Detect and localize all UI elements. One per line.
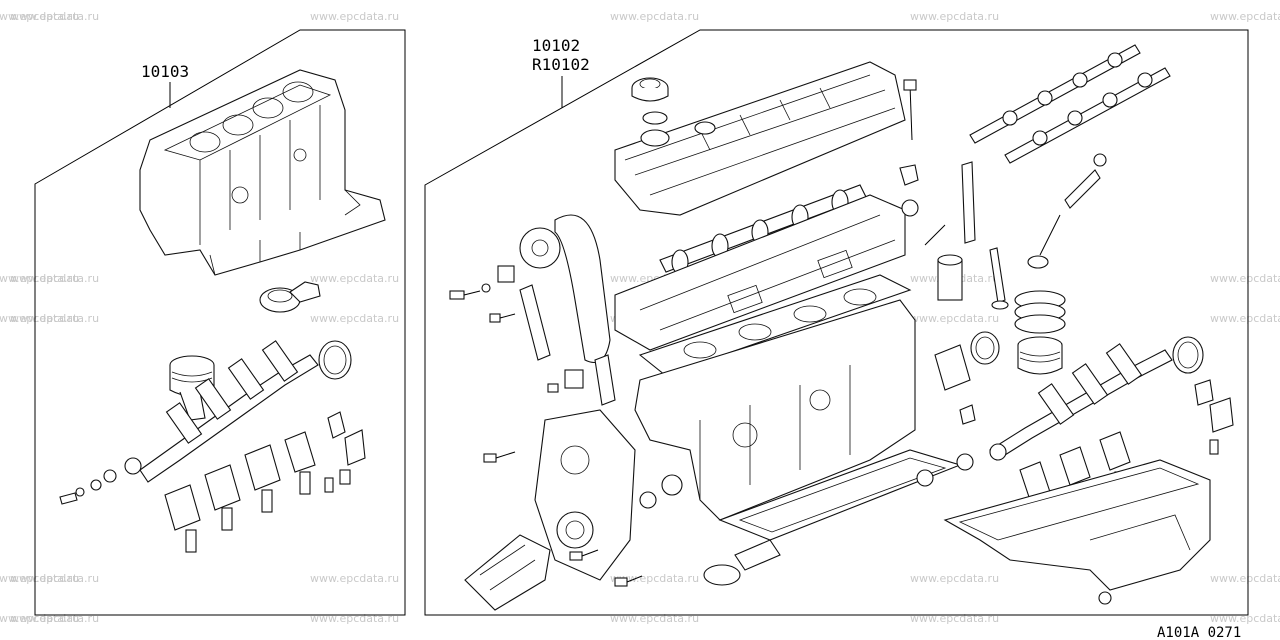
timing-chain-illustration[interactable] bbox=[519, 214, 611, 364]
oil-strainer-pickup-illustration[interactable] bbox=[703, 539, 781, 586]
rocker-cover-illustration[interactable] bbox=[614, 61, 906, 216]
engine-block-illustration[interactable] bbox=[634, 299, 916, 521]
watermark-text: www.epcdata.ru bbox=[910, 312, 999, 325]
right-crankshaft-illustration[interactable] bbox=[989, 343, 1173, 461]
watermark-text: www.epcdata.ru bbox=[1210, 10, 1280, 23]
watermark-layer: www.epcdata.ruwww.epcdata.ruwww.epcdata.… bbox=[0, 10, 1280, 625]
crank-pulley-illustration[interactable] bbox=[639, 474, 683, 509]
oil-strainer-illustration[interactable] bbox=[259, 281, 321, 313]
rocker-shaft-assembly-illustration[interactable] bbox=[969, 44, 1171, 164]
chain-guide-illustration[interactable] bbox=[519, 284, 616, 406]
full-engine-panel: 10102 R10102 bbox=[424, 29, 1249, 616]
main-bearing-caps-illustration[interactable] bbox=[164, 431, 316, 553]
cylinder-head-gasket-illustration[interactable] bbox=[638, 274, 912, 376]
watermark-text: www.epcdata.ru bbox=[310, 272, 399, 285]
valve-and-spring-illustration[interactable] bbox=[1027, 153, 1107, 269]
watermark-text: www.epcdata.ru bbox=[610, 612, 699, 625]
watermark-text: www.epcdata.ru bbox=[1210, 312, 1280, 325]
watermark-text: www.epcdata.ru bbox=[310, 10, 399, 23]
callout-r10102[interactable]: R10102 bbox=[532, 55, 590, 74]
watermark-text: www.epcdata.ru bbox=[1210, 272, 1280, 285]
illustration-reference-code: A101A 0271 bbox=[1157, 625, 1241, 640]
rear-oil-seal-illustration[interactable] bbox=[318, 340, 352, 380]
crank-seals-illustration[interactable] bbox=[934, 331, 1204, 391]
watermark-text: www.epcdata.ru bbox=[10, 10, 99, 23]
watermark-text: www.epcdata.ru bbox=[910, 10, 999, 23]
watermark-text: www.epcdata.ru bbox=[910, 612, 999, 625]
right-piston-illustration[interactable] bbox=[1017, 336, 1063, 375]
short-block-panel: 10103 bbox=[34, 29, 406, 616]
watermark-text: www.epcdata.ru bbox=[610, 10, 699, 23]
watermark-text: www.epcdata.ru bbox=[0, 10, 79, 23]
front-cover-illustration[interactable] bbox=[534, 409, 636, 581]
piston-rings-illustration[interactable] bbox=[1014, 290, 1066, 334]
crankshaft-illustration[interactable] bbox=[59, 340, 319, 505]
watermark-text: www.epcdata.ru bbox=[910, 572, 999, 585]
watermark-text: www.epcdata.ru bbox=[1210, 572, 1280, 585]
watermark-text: www.epcdata.ru bbox=[610, 572, 699, 585]
callout-10103[interactable]: 10103 bbox=[141, 62, 189, 81]
watermark-text: www.epcdata.ru bbox=[10, 612, 99, 625]
oil-filler-cap-illustration[interactable] bbox=[631, 77, 669, 125]
watermark-text: www.epcdata.ru bbox=[10, 572, 99, 585]
oil-pan-illustration[interactable] bbox=[943, 459, 1211, 605]
short-block-panel-border bbox=[34, 29, 406, 616]
valve-spring-parts-illustration[interactable] bbox=[899, 79, 1009, 310]
thrust-washer-bracket-illustration[interactable] bbox=[324, 411, 366, 493]
watermark-text: www.epcdata.ru bbox=[0, 572, 79, 585]
watermark-text: www.epcdata.ru bbox=[310, 312, 399, 325]
right-brackets-illustration[interactable] bbox=[916, 379, 1234, 487]
bolts-left-illustration[interactable] bbox=[449, 265, 643, 587]
water-pump-illustration[interactable] bbox=[464, 534, 551, 611]
cylinder-head-illustration[interactable] bbox=[614, 194, 906, 351]
watermark-text: www.epcdata.ru bbox=[0, 272, 79, 285]
cylinder-block-illustration[interactable] bbox=[139, 69, 386, 276]
watermark-text: www.epcdata.ru bbox=[310, 572, 399, 585]
watermark-text: www.epcdata.ru bbox=[0, 312, 79, 325]
watermark-text: www.epcdata.ru bbox=[10, 272, 99, 285]
watermark-text: www.epcdata.ru bbox=[10, 312, 99, 325]
full-engine-panel-border bbox=[424, 29, 1249, 616]
watermark-text: www.epcdata.ru bbox=[310, 612, 399, 625]
callout-10102[interactable]: 10102 bbox=[532, 36, 580, 55]
watermark-text: www.epcdata.ru bbox=[1210, 612, 1280, 625]
